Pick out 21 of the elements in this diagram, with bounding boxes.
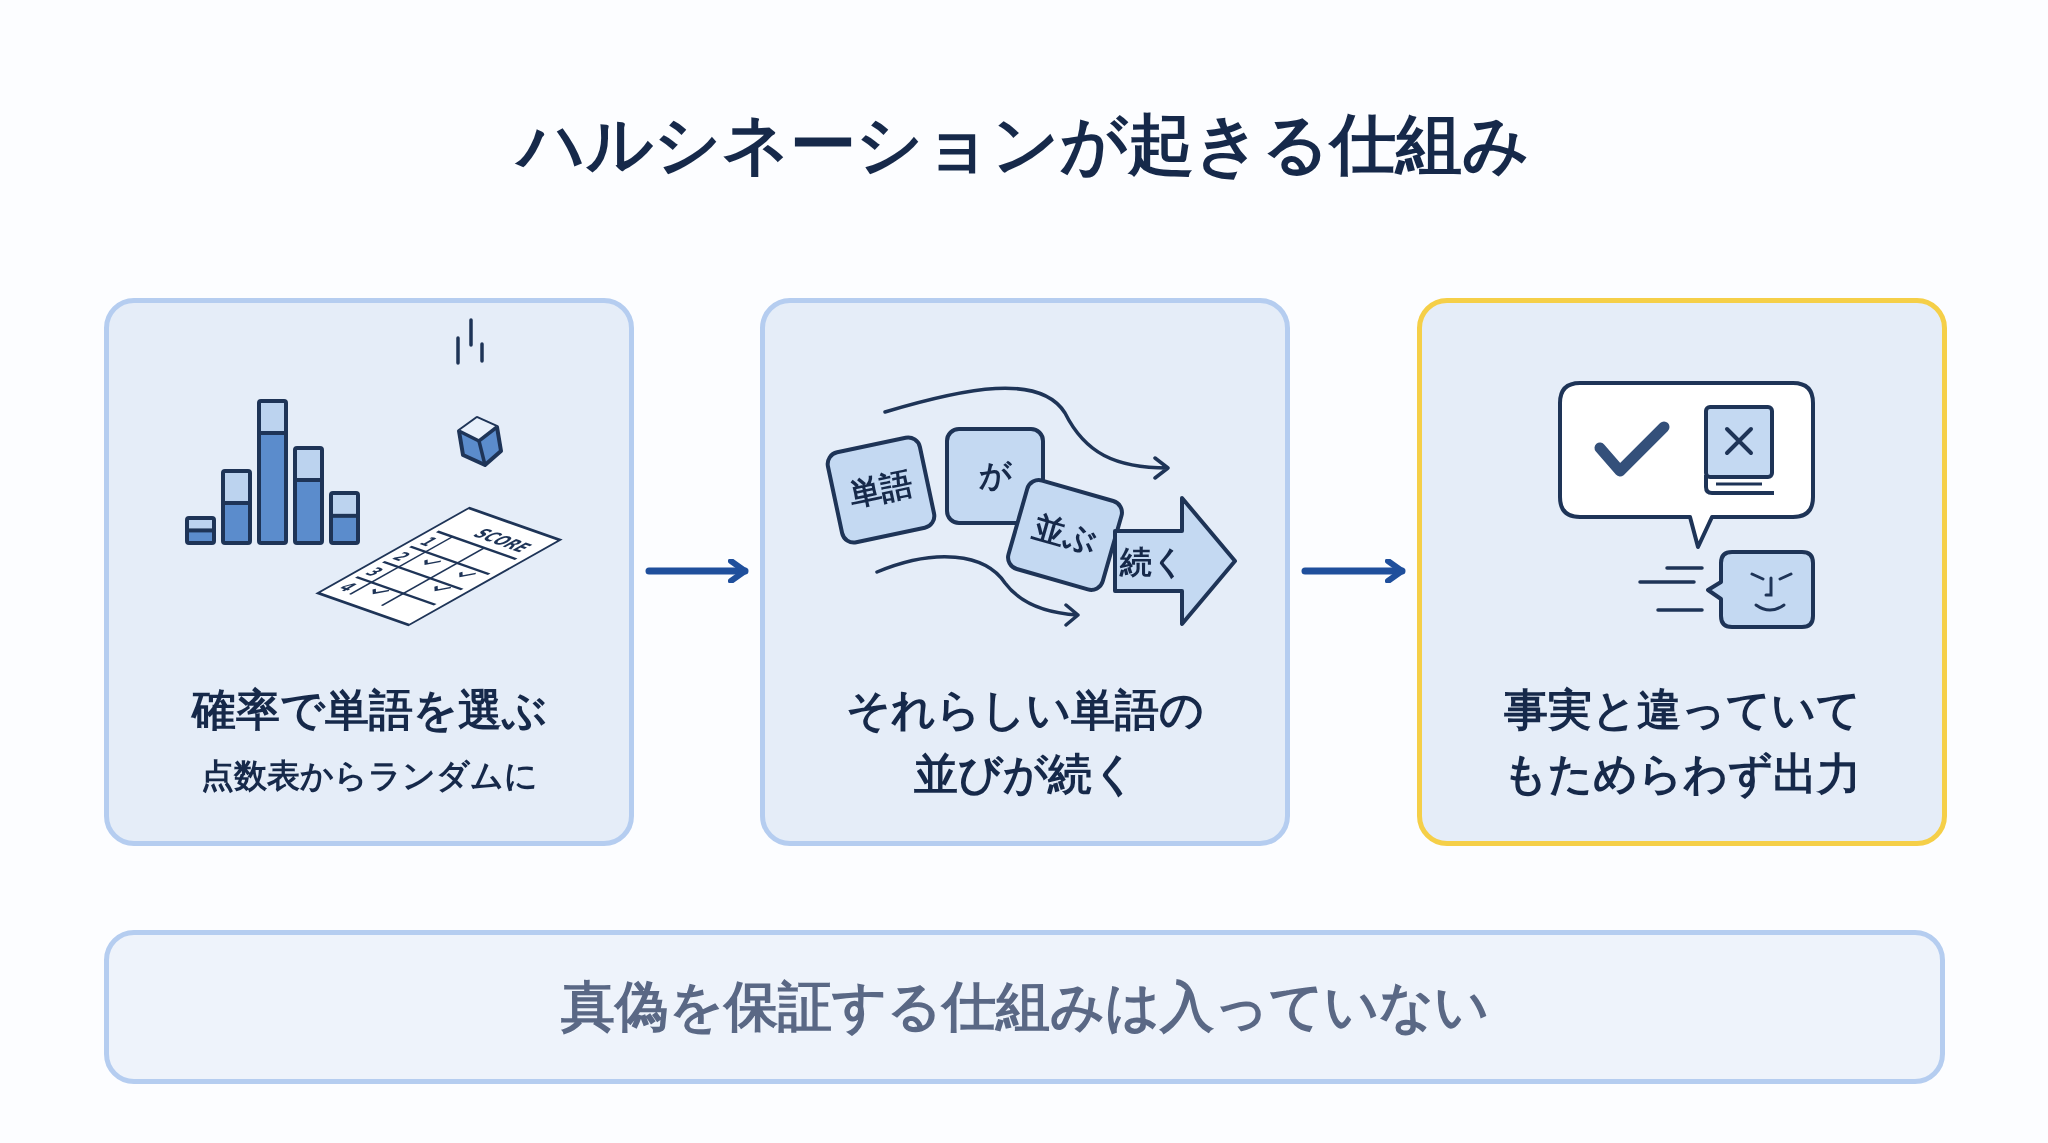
step-heading: それらしい単語の並びが続く [845,683,1205,801]
arrow [1301,558,1406,584]
step-subtext: 点数表からランダムに [200,754,538,797]
conclusion-banner [104,930,1945,1084]
arrow-label: 続く [1120,542,1185,583]
piece-label: 単語 [845,462,917,517]
piece-label: が [978,455,1012,496]
row-number: 1 [414,534,443,549]
row-number: 2 [387,549,416,564]
arrow-block [1112,495,1238,627]
score-heading: SCORE [467,526,537,555]
row-number: 4 [333,580,362,595]
step-heading: 事実と違っていてもためらわず出力 [1502,683,1862,801]
step-card [1417,298,1947,846]
step-card [760,298,1290,846]
arrow [645,558,749,584]
conclusion-text: 真偽を保証する仕組みは入っていない [560,973,1489,1040]
step-card [104,298,634,846]
piece-label: 並ぶ [1027,505,1103,564]
step-heading: 確率で単語を選ぶ [191,683,547,737]
row-number: 3 [360,565,389,580]
